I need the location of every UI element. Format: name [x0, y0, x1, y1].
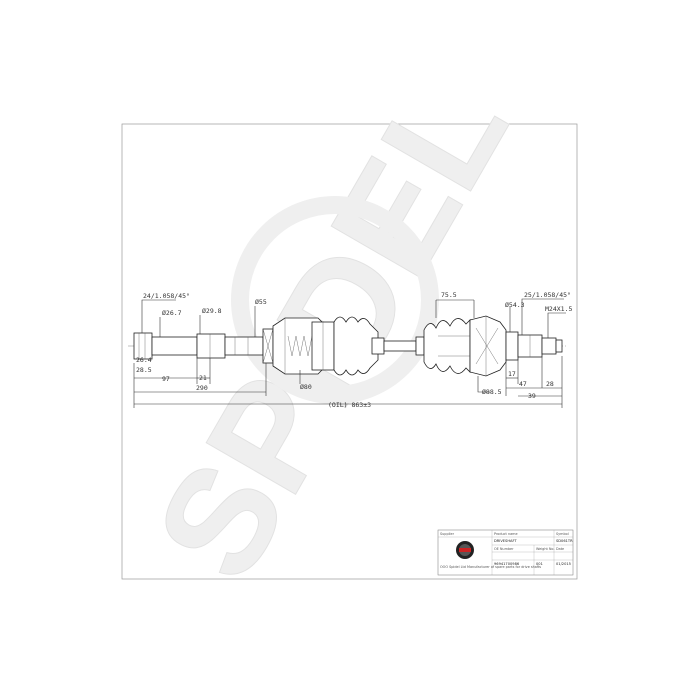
supplier-label: Supplier [440, 532, 455, 536]
top-dimensions: 24/1.058/45° Ø26.7 Ø29.8 Ø55 75.5 25/1.0… [141, 291, 572, 338]
outer-boot-small-clamp [415, 336, 425, 356]
dim-28: 28 [546, 380, 554, 388]
dim-dia-29-8: Ø29.8 [202, 307, 222, 315]
symbol-label: Symbol [556, 532, 569, 536]
dim-spline-left: 24/1.058/45° [143, 292, 190, 300]
dim-21: 21 [199, 374, 207, 382]
watermark-gear [231, 196, 439, 404]
inner-boot [333, 316, 379, 376]
oe-label: OE Number [494, 547, 514, 551]
dim-thread: M24X1.5 [545, 305, 572, 313]
dim-75-5: 75.5 [441, 291, 457, 299]
inner-boot-small-clamp [371, 337, 385, 355]
dim-47: 47 [519, 380, 527, 388]
dim-26-4: 26.4 [136, 356, 152, 364]
weight-value: 001 [536, 562, 543, 566]
dim-dia-80: Ø80 [300, 383, 312, 391]
date-value: 01/2015 [556, 562, 571, 566]
date-label: Date [556, 547, 564, 551]
right-nut [555, 339, 563, 353]
dim-28-5: 28.5 [136, 366, 152, 374]
dim-97: 97 [162, 375, 170, 383]
dim-dia-26-7: Ø26.7 [162, 309, 182, 317]
title-block: Supplier ООО Spidel Ltd Manufacturer of … [437, 529, 574, 576]
product-label: Product name [494, 532, 518, 536]
abs-ring [505, 331, 519, 361]
product-value: DRIVESHAFT [494, 539, 517, 543]
dim-overall: (OIL) 863±3 [328, 401, 371, 409]
outer-joint-bell [469, 315, 507, 377]
dim-dia-88-5: Ø88.5 [482, 388, 502, 396]
symbol-value: SD061TR [556, 539, 573, 543]
left-stub-shaft [151, 336, 198, 356]
right-thread [541, 337, 557, 355]
outer-boot [423, 318, 471, 374]
main-shaft [383, 340, 417, 352]
supplier-text: ООО Spidel Ltd Manufacturer of spare par… [440, 565, 541, 569]
clamp-cross-2 [262, 328, 274, 364]
left-shaft-neck [224, 336, 264, 356]
bottom-dimensions: 26.4 28.5 97 21 290 Ø80 (OIL) 863±3 Ø88.… [133, 356, 563, 409]
outer-joint-cross [475, 327, 499, 365]
oe-value: 96941700986 [494, 562, 520, 566]
dim-dia-55: Ø55 [255, 298, 267, 306]
dim-17: 17 [508, 370, 516, 378]
dim-dia-54-3: Ø54.3 [505, 301, 525, 309]
inner-spring [287, 335, 313, 357]
dim-39: 39 [528, 392, 536, 400]
left-collar [196, 333, 226, 359]
dim-290: 290 [196, 384, 208, 392]
dim-spline-right: 25/1.058/45° [524, 291, 571, 299]
weight-label: Weight No. [536, 547, 555, 551]
